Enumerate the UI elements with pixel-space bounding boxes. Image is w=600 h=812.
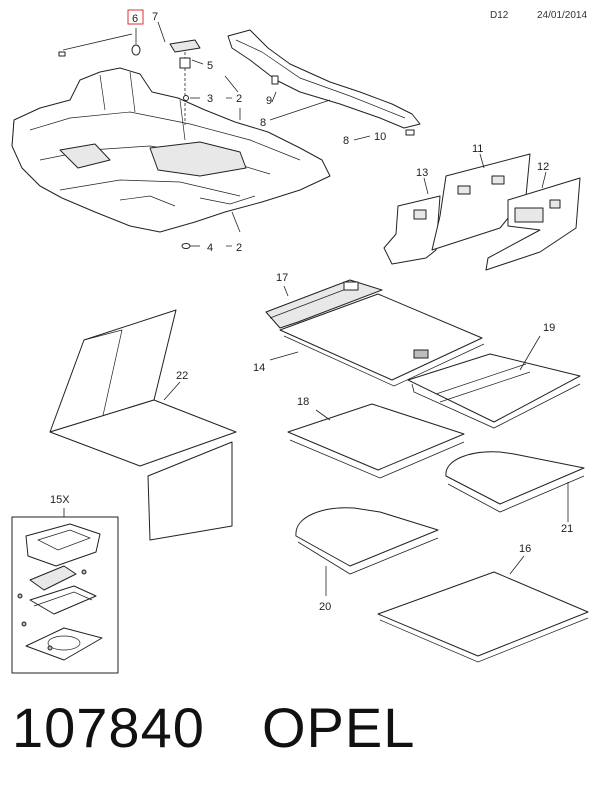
callout-8-upper: 8 (260, 117, 266, 129)
callout-12: 12 (537, 161, 549, 173)
callout-15x: 15X (50, 494, 70, 506)
floor-panel-18 (287, 403, 465, 479)
callout-21: 21 (561, 523, 573, 535)
sill-trim (227, 29, 421, 141)
callout-3: 3 (207, 93, 213, 105)
floor-panel-19 (407, 335, 581, 429)
callout-11: 11 (472, 143, 483, 155)
callout-4: 4 (207, 242, 213, 254)
side-panel-12 (485, 171, 581, 271)
part-number: 107840 (12, 696, 205, 759)
floor-panel-20 (295, 507, 439, 596)
floor-panel-21 (445, 451, 585, 522)
callout-17: 17 (276, 272, 288, 284)
callout-8-lower: 8 (343, 135, 349, 147)
side-panel-13 (383, 177, 441, 265)
callout-9: 9 (266, 95, 272, 107)
header-code: D12 (490, 10, 509, 21)
callout-13: 13 (416, 167, 428, 179)
callout-6: 6 (132, 13, 138, 25)
callout-20: 20 (319, 601, 331, 613)
folding-cover-22 (49, 309, 237, 541)
callout-7: 7 (152, 11, 158, 23)
load-floor-panel (269, 293, 485, 387)
callout-6-highlight (127, 9, 144, 25)
callout-2-upper: 2 (236, 93, 242, 105)
clip-parts-6 (58, 28, 141, 57)
brand-name: OPEL (262, 696, 416, 759)
callout-2-lower: 2 (236, 242, 242, 254)
callout-22: 22 (176, 370, 188, 382)
side-panel-11 (431, 153, 531, 251)
header-date: 24/01/2014 (537, 10, 587, 21)
callout-5: 5 (207, 60, 213, 72)
callout-14: 14 (253, 362, 265, 374)
floor-carpet (11, 67, 331, 233)
callout-19: 19 (543, 322, 555, 334)
floor-panel-16 (377, 555, 589, 663)
callout-10: 10 (374, 131, 386, 143)
callout-18: 18 (297, 396, 309, 408)
callout-16: 16 (519, 543, 531, 555)
plug-part-7 (157, 21, 201, 125)
kit-15x (11, 508, 119, 674)
rail-17 (265, 279, 383, 329)
